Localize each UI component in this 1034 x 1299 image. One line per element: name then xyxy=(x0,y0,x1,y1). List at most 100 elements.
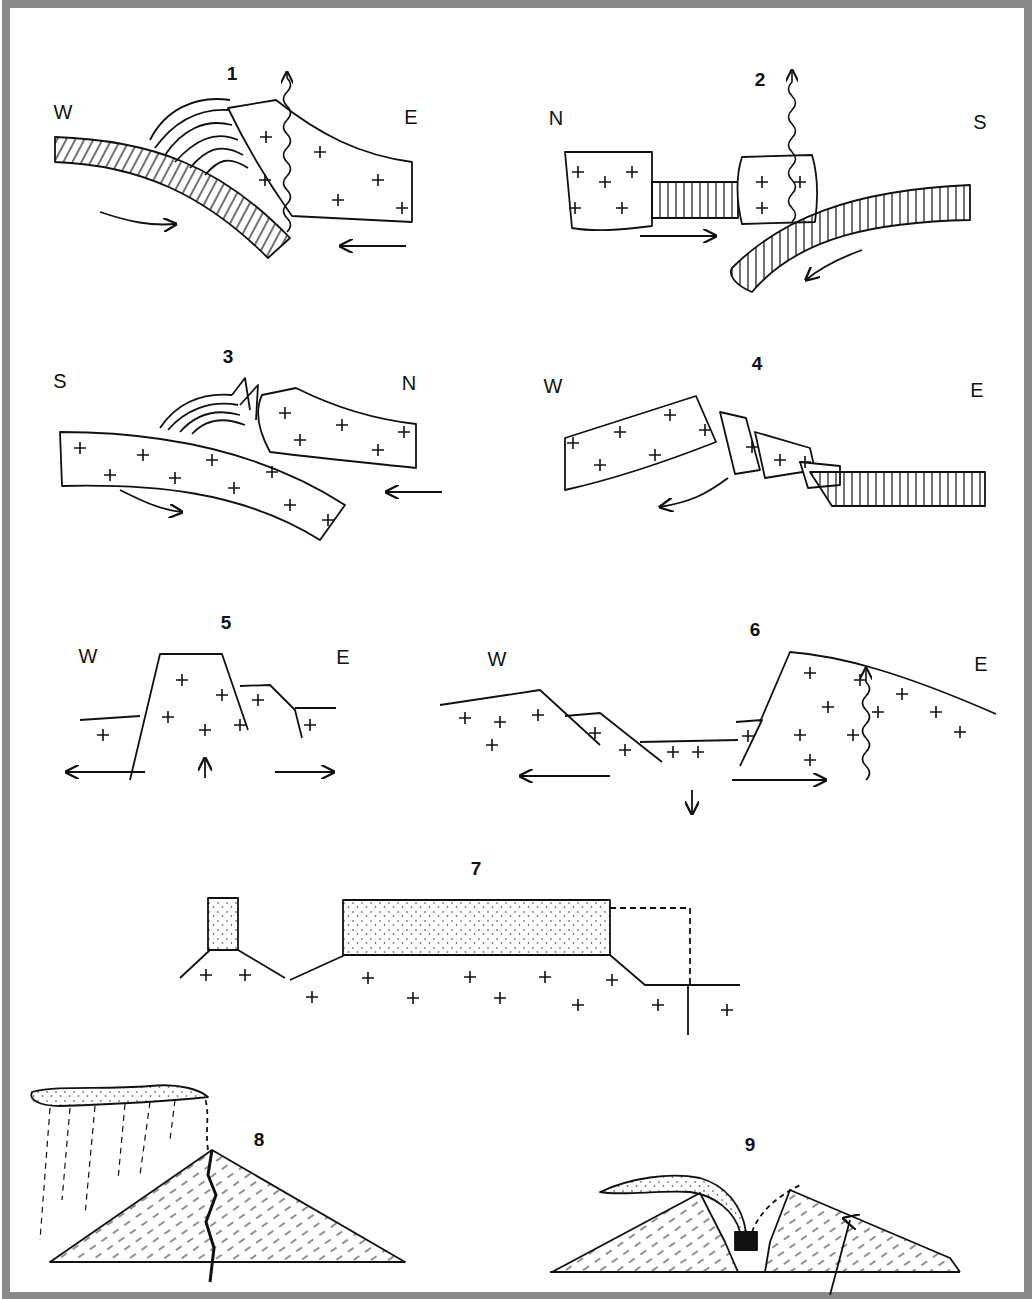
crust-plus-symbol xyxy=(336,419,348,431)
magma-conduit xyxy=(206,1150,216,1282)
crust-plus-symbol xyxy=(494,992,506,1004)
panel-2 xyxy=(565,152,970,292)
continental-block xyxy=(565,396,716,490)
panel-4 xyxy=(565,396,985,507)
crust-plus-symbol xyxy=(756,176,768,188)
extension-arrow xyxy=(732,779,826,781)
extension-arrow xyxy=(520,775,610,777)
fold-thrust-belt xyxy=(160,378,258,434)
crust-plus-symbol xyxy=(104,469,116,481)
crust-plus-symbol xyxy=(954,726,966,738)
ash-cloud xyxy=(31,1085,208,1106)
fault-line xyxy=(687,985,689,1035)
crust-plus-symbol xyxy=(652,999,664,1011)
crust-plus-symbol xyxy=(896,688,908,700)
caldera-wall xyxy=(765,1190,960,1272)
magma-ascent-line xyxy=(789,70,796,222)
crust-plus-symbol xyxy=(774,454,786,466)
crust-plus-symbol xyxy=(572,166,584,178)
oceanic-crust xyxy=(810,472,985,506)
crust-plus-symbol xyxy=(742,730,754,742)
crust-plus-symbol xyxy=(266,466,278,478)
continental-block xyxy=(565,152,652,230)
crust-plus-symbol xyxy=(616,202,628,214)
crust-plus-symbol xyxy=(304,719,316,731)
fault-block xyxy=(565,713,662,762)
magma-ascent xyxy=(284,70,870,780)
caldera-wall xyxy=(552,1193,738,1272)
compass-direction: N xyxy=(402,373,416,393)
crust-plus-symbol xyxy=(799,456,811,468)
plate-motion-arrow xyxy=(120,490,182,512)
crust-plus-symbol xyxy=(619,744,631,756)
graben-floor xyxy=(640,740,738,742)
crust-plus-symbol xyxy=(176,674,188,686)
panel-3 xyxy=(60,378,442,540)
crust-plus-symbol xyxy=(854,674,866,686)
panel-number: 4 xyxy=(752,354,763,373)
uplift-arrow xyxy=(204,758,206,778)
crust-plus-symbol xyxy=(572,999,584,1011)
crust-plus-symbol xyxy=(664,409,676,421)
crust-plus-symbol xyxy=(398,426,410,438)
upper-continental-block xyxy=(258,388,416,468)
crust-plus-symbol xyxy=(260,131,272,143)
stratovolcano xyxy=(50,1150,405,1262)
crust-plus-symbol xyxy=(239,969,251,981)
crust-plus-symbol xyxy=(667,746,679,758)
compass-direction: W xyxy=(54,102,73,122)
crust-plus-symbol xyxy=(74,442,86,454)
crust-plus-symbol xyxy=(599,176,611,188)
basement-surface xyxy=(180,950,285,978)
crust-plus-symbol xyxy=(614,426,626,438)
compass-direction: W xyxy=(79,646,98,666)
crust-plus-symbol xyxy=(699,424,711,436)
horst-block xyxy=(130,654,248,780)
eruption-column xyxy=(205,1098,208,1150)
plate-motion-arrow xyxy=(386,491,442,493)
compass-direction: W xyxy=(544,376,563,396)
plate-motion-arrow xyxy=(660,478,728,507)
panel-8 xyxy=(31,1085,405,1282)
plate-motion-arrow xyxy=(640,235,716,237)
crust-plus-symbol xyxy=(362,972,374,984)
crust-plus-symbol xyxy=(794,729,806,741)
lava-dome xyxy=(735,1232,757,1250)
crust-plus-symbol xyxy=(589,727,601,739)
oceanic-slab xyxy=(731,185,970,292)
plate-motion-arrow xyxy=(340,245,406,247)
crust-plus-symbol xyxy=(137,449,149,461)
horst-step xyxy=(240,685,302,738)
panel-7 xyxy=(180,898,740,1035)
crust-plus-symbol xyxy=(372,174,384,186)
crust-plus-symbol xyxy=(396,202,408,214)
crust-plus-symbol xyxy=(199,724,211,736)
fault-block xyxy=(736,720,762,766)
ground-line xyxy=(295,707,336,709)
crust-plus-symbol xyxy=(206,454,218,466)
crust-plus-symbol xyxy=(532,709,544,721)
compass-direction: E xyxy=(970,380,983,400)
crust-plus-symbol xyxy=(284,499,296,511)
panel-9 xyxy=(550,1176,960,1295)
compass-direction: S xyxy=(53,371,66,391)
crust-plus-symbol xyxy=(822,701,834,713)
crust-plus-symbol xyxy=(306,991,318,1003)
crust-symbols xyxy=(74,131,966,1016)
crust-plus-symbol xyxy=(539,971,551,983)
accretionary-wedge xyxy=(150,99,248,175)
magma-ascent-line xyxy=(863,668,870,780)
crust-plus-symbol xyxy=(804,754,816,766)
crust-plus-symbol xyxy=(200,969,212,981)
panel-1 xyxy=(55,99,412,258)
crust-plus-symbol xyxy=(567,437,579,449)
crust-plus-symbol xyxy=(259,174,271,186)
extension-arrow xyxy=(275,771,334,773)
crust-plus-symbol xyxy=(721,1004,733,1016)
crust-plus-symbol xyxy=(756,202,768,214)
crust-plus-symbol xyxy=(162,711,174,723)
extension-arrow xyxy=(66,771,145,773)
oceanic-crust xyxy=(652,182,738,218)
compass-direction: N xyxy=(549,108,563,128)
panel-number: 6 xyxy=(750,620,761,639)
